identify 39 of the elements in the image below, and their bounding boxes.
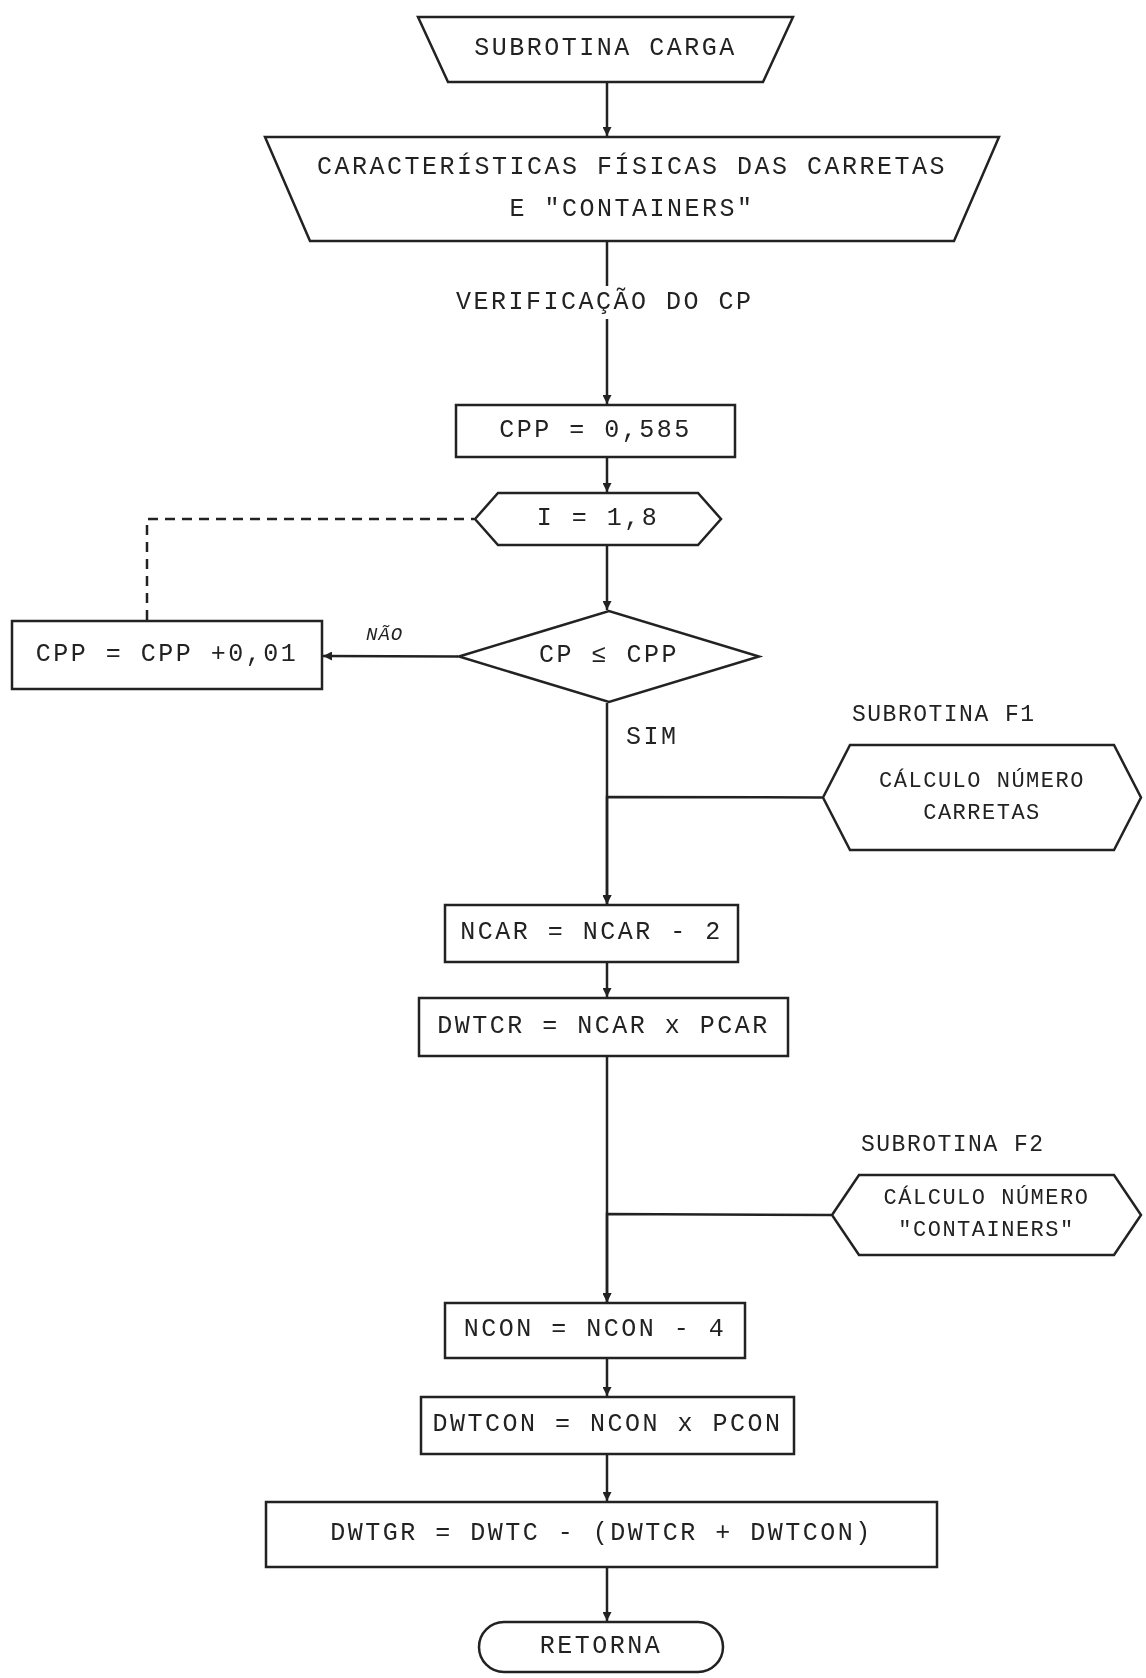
node-text: I = 1,8 (536, 502, 660, 535)
node-text: CP ≤ CPP (539, 640, 679, 673)
process-box (265, 1501, 938, 1568)
decision-diamond (458, 610, 760, 703)
node-text: NCON = NCON - 4 (463, 1314, 727, 1347)
arrow (602, 546, 612, 610)
node-text: CÁLCULO NÚMERO CARRETAS (878, 767, 1086, 828)
arrow (602, 1359, 612, 1396)
start-terminal-trapezoid (417, 16, 794, 83)
arrow (602, 1568, 612, 1621)
process-box (11, 620, 323, 690)
arrow (602, 83, 612, 136)
process-box (418, 997, 789, 1057)
arrow (602, 963, 612, 997)
process-box (444, 1302, 746, 1359)
node-text: CARACTERÍSTICAS FÍSICAS DAS CARRETAS E "CONTAINERS" (315, 151, 949, 226)
arrow (323, 651, 458, 661)
node-text: DWTGR = DWTC - (DWTCR + DWTCON) (330, 1518, 873, 1551)
node-text: CPP = CPP +0,01 (35, 638, 299, 671)
arrow (602, 795, 822, 904)
end-terminal (478, 1621, 724, 1673)
node-text: CPP = 0,585 (499, 414, 692, 447)
arrow (602, 458, 612, 492)
process-box (420, 1396, 795, 1455)
node-text: DWTCON = NCON x PCON (432, 1409, 783, 1442)
process-box (455, 404, 736, 458)
node-text: RETORNA (539, 1630, 663, 1663)
node-text: CÁLCULO NÚMERO "CONTAINERS" (882, 1184, 1091, 1245)
node-text: NCAR = NCAR - 2 (460, 917, 723, 950)
arrow (602, 1455, 612, 1501)
manual-input-trapezoid (264, 136, 1000, 242)
arrow (602, 1212, 831, 1302)
node-text: DWTCR = NCAR x PCAR (437, 1010, 770, 1043)
loop-hexagon (474, 492, 722, 546)
subroutine-caption: SUBROTINA F2 (861, 1132, 1045, 1158)
process-box (444, 904, 739, 963)
subroutine-caption: SUBROTINA F1 (852, 702, 1036, 728)
dashed-connector (145, 517, 474, 620)
node-text: SUBROTINA CARGA (474, 33, 737, 66)
